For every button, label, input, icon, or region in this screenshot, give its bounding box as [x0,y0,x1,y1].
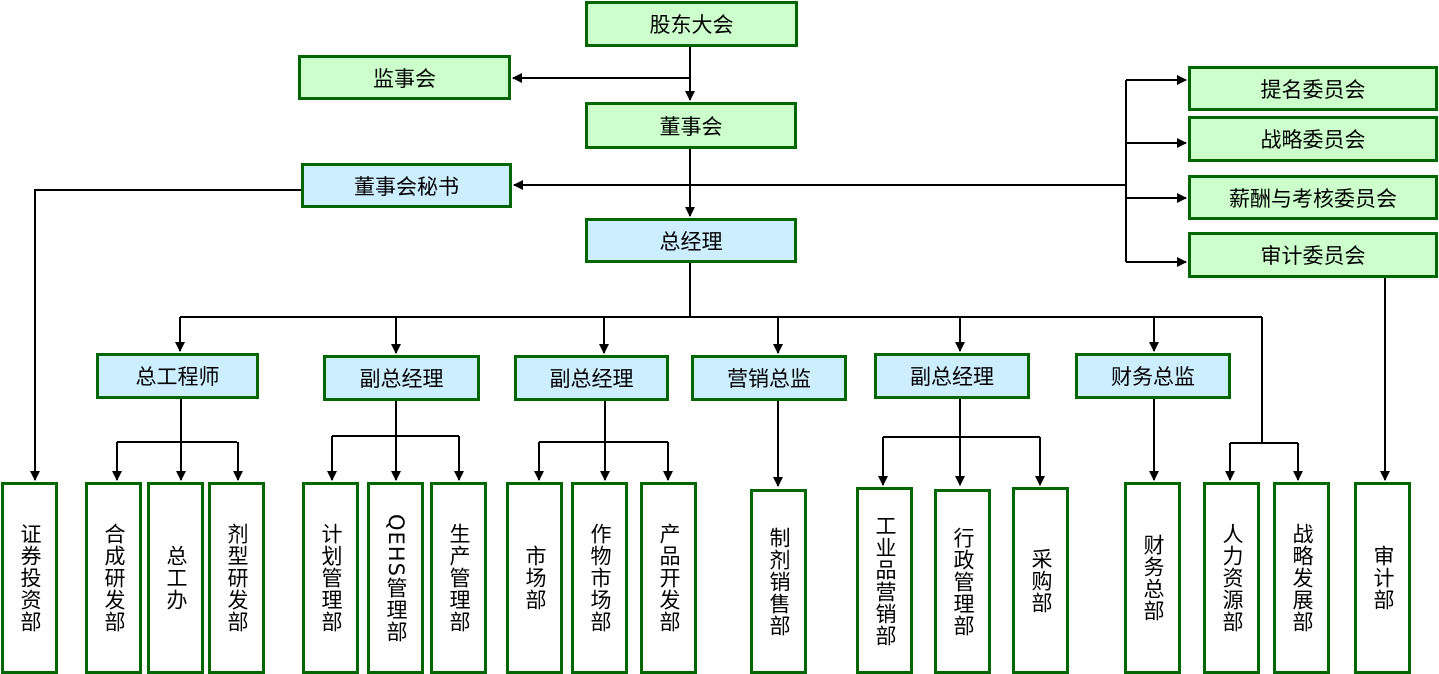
committee-box: 薪酬与考核委员会 [1188,175,1438,220]
executive-box: 副总经理 [514,355,669,401]
board-secretary-box: 董事会秘书 [301,163,512,208]
department-box: 人力资源部 [1203,482,1260,674]
department-box: 合成研发部 [85,482,142,674]
department-box: 计划管理部 [302,482,359,674]
department-box: QEHS管理部 [367,482,424,674]
committee-box: 提名委员会 [1188,66,1438,111]
committee-box: 战略委员会 [1188,116,1438,162]
executive-box: 营销总监 [691,355,847,401]
board-of-directors-box: 董事会 [585,102,797,149]
department-box: 生产管理部 [430,482,487,674]
executive-box: 总工程师 [96,353,259,399]
executive-box: 副总经理 [874,353,1030,399]
executive-box: 副总经理 [323,355,480,401]
department-box: 制剂销售部 [750,489,807,674]
department-box: 总工办 [147,482,204,674]
department-box: 作物市场部 [571,482,628,674]
committee-box: 审计委员会 [1188,232,1438,278]
general-manager-box: 总经理 [585,218,797,263]
department-box: 财务总部 [1124,482,1181,674]
department-box: 工业品营销部 [856,487,913,674]
department-box: 剂型研发部 [208,482,265,674]
supervisory-board-box: 监事会 [298,55,511,100]
department-box: 产品开发部 [640,482,697,674]
department-box: 行政管理部 [934,489,991,674]
department-box: 审计部 [1354,482,1411,674]
department-box: 证券投资部 [1,482,58,674]
shareholders-meeting-box: 股东大会 [585,1,798,47]
executive-box: 财务总监 [1075,353,1231,399]
department-box: 采购部 [1012,487,1069,674]
department-box: 战略发展部 [1273,482,1330,674]
department-box: 市场部 [506,482,563,674]
